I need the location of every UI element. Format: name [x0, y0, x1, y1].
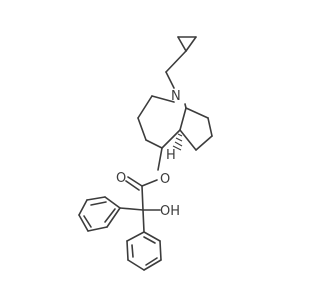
stereo-hash-wedge [172, 133, 183, 151]
molecule-drawing: N H O O OH [78, 36, 213, 271]
lower-phenyl-ring [126, 231, 162, 271]
cyclopropyl-ring [177, 36, 197, 52]
ester-oxygen-label: O [160, 172, 170, 187]
carbonyl-double-bond-1 [127, 176, 143, 187]
structure-canvas: N H O O OH [78, 36, 213, 271]
quaternary-to-lower-phenyl-bond [142, 209, 145, 233]
ester-oxygen-to-carbonyl-bond [141, 179, 158, 187]
left-phenyl-ring [78, 196, 121, 232]
nitrogen-label: N [171, 89, 181, 104]
stereo-hydrogen-label: H [166, 148, 176, 163]
tropane-skeleton [137, 95, 213, 151]
carbonyl-oxygen-label: O [116, 171, 126, 186]
quaternary-to-left-phenyl-bond [119, 207, 144, 211]
carbonyl-double-bond-2 [125, 180, 140, 191]
carbonyl-to-quaternary-bond [141, 185, 144, 211]
n-methylene-bond [165, 71, 175, 89]
ring-to-ester-oxygen-bond [157, 147, 163, 171]
methylene-bond [165, 50, 187, 73]
hydroxyl-label: OH [160, 204, 180, 219]
